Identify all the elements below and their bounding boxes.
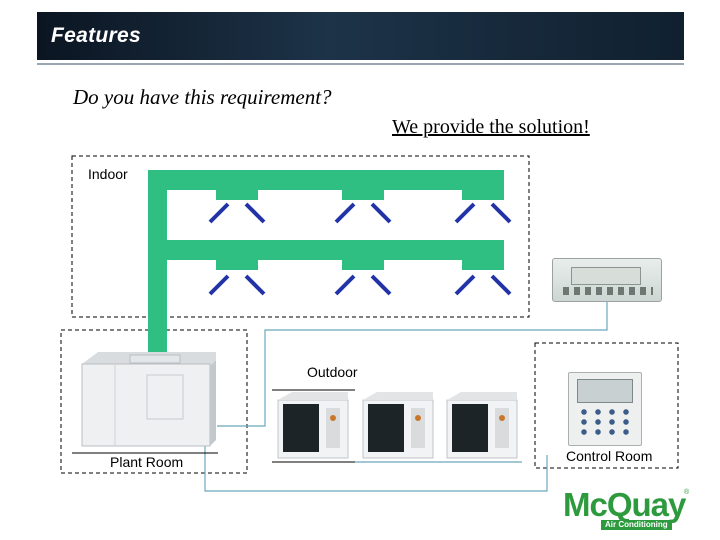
diffuser-blade: [334, 202, 356, 224]
question-text: Do you have this requirement?: [73, 85, 332, 109]
air-diffusers: [208, 202, 512, 296]
label-underlines: [72, 389, 355, 463]
diffuser-blade: [454, 202, 476, 224]
diffuser-blade: [490, 202, 512, 224]
title-banner: Features: [37, 12, 684, 60]
diffuser-blade: [334, 274, 356, 296]
diffuser-blade: [208, 274, 230, 296]
diffuser-blade: [370, 202, 392, 224]
diffuser-blade: [244, 274, 266, 296]
duct-drop: [462, 260, 504, 270]
control-link-line: [204, 440, 548, 492]
plant-room-label: Plant Room: [110, 454, 184, 470]
indoor-label: Indoor: [88, 166, 128, 182]
diffuser-blade: [490, 274, 512, 296]
logo-wordmark: McQuay: [563, 486, 686, 523]
slide-title: Features: [51, 24, 141, 47]
solution-text: We provide the solution!: [392, 116, 590, 138]
title-underline: [37, 63, 684, 65]
logo-tagline: Air Conditioning: [601, 520, 672, 530]
connection-lines: [204, 302, 608, 492]
outdoor-unit: [446, 392, 518, 459]
outdoor-unit: [277, 392, 349, 459]
wall-controller-keypad: [577, 407, 633, 439]
duct-drop: [342, 190, 384, 200]
diffuser-blade: [244, 202, 266, 224]
controller-keys: [563, 287, 653, 295]
duct-drop: [216, 260, 258, 270]
outdoor-unit: [362, 392, 434, 459]
outdoor-link-line: [217, 302, 608, 427]
central-controller: [552, 258, 662, 302]
lower-duct-branch: [148, 240, 504, 260]
duct-drop: [462, 190, 504, 200]
controller-screen: [571, 267, 641, 285]
diffuser-blade: [454, 274, 476, 296]
registered-mark: ®: [684, 489, 690, 496]
control-room-label: Control Room: [566, 448, 653, 464]
diffuser-blade: [208, 202, 230, 224]
mcquay-logo: McQuay Air Conditioning ®: [563, 488, 689, 530]
duct-drop: [216, 190, 258, 200]
wall-controller: [568, 372, 642, 446]
outdoor-label: Outdoor: [307, 364, 358, 380]
ductwork: [148, 170, 504, 356]
indoor-zone: [71, 155, 530, 318]
upper-duct-branch: [148, 170, 504, 190]
wall-controller-display: [577, 379, 633, 403]
main-duct-riser: [148, 170, 167, 356]
air-handling-unit: [81, 352, 216, 447]
control-room-zone: [534, 342, 679, 469]
diffuser-blade: [370, 274, 392, 296]
duct-drop: [342, 260, 384, 270]
